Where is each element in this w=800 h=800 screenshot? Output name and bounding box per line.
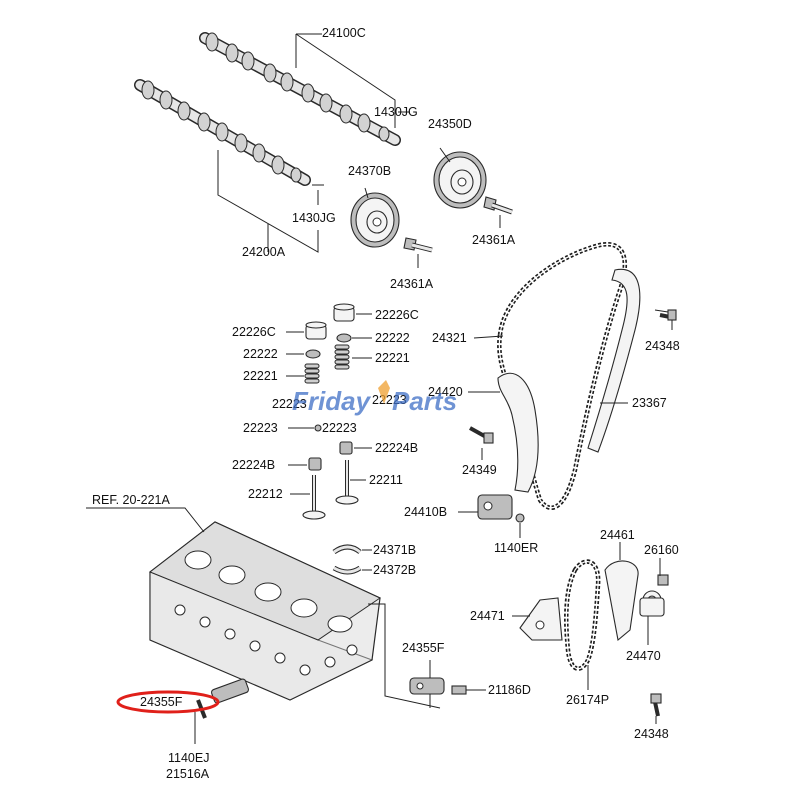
label-1140EJ: 1140EJ [168,751,209,765]
sprocket-bolt-right [483,196,513,215]
watermark-part2: Parts [392,386,457,416]
label-22212: 22212 [248,487,283,501]
valvetrain-leaders [286,313,372,571]
label-24355F-circled: 24355F [140,695,183,709]
valvetrain-parts [302,303,362,575]
guide-24461 [604,560,639,642]
label-24348-top: 24348 [645,339,680,353]
camshaft-intake [134,79,311,186]
label-21516A: 21516A [166,767,210,781]
label-24200A: 24200A [242,245,286,259]
label-22224B-left: 22224B [232,458,275,472]
label-22223-b: 22223 [372,393,407,407]
label-22223-d: 22223 [322,421,357,435]
oil-pump-chain [564,559,601,671]
camshaft-leaders [217,33,410,253]
watermark: Friday Parts [292,380,457,416]
label-23367: 23367 [632,396,667,410]
tensioner-arm-24420 [497,372,539,493]
cam-sprocket-exhaust [433,151,487,209]
label-22226C-left: 22226C [232,325,276,339]
label-24348-bottom: 24348 [634,727,669,741]
sprocket-bolt-left [403,237,433,253]
label-22221-right: 22221 [375,351,410,365]
guide-24471 [519,597,563,641]
lower-leaders [512,542,661,724]
camshaft-exhaust [199,32,401,146]
bolt-21186D [451,685,486,695]
watermark-part1: Friday [292,386,372,416]
cylinder-head [149,521,382,719]
tensioner-24410B [477,494,525,523]
label-24420: 24420 [428,385,463,399]
bolt-24348-bottom [650,693,662,717]
label-24349: 24349 [462,463,497,477]
tensioner-24470 [639,574,669,617]
label-24361A-left: 24361A [390,277,434,291]
label-24410B: 24410B [404,505,447,519]
label-26160: 26160 [644,543,679,557]
chain-leaders [458,309,673,538]
label-24371B: 24371B [373,543,416,557]
label-1430JG-bottom: 1430JG [292,211,336,225]
label-ref: REF. 20-221A [92,493,170,507]
label-24470: 24470 [626,649,661,663]
part-labels: 24100C 1430JG 24350D 24370B 1430JG 24200… [92,26,680,781]
label-21186D: 21186D [488,683,531,697]
label-22223-c: 22223 [243,421,278,435]
label-24100C: 24100C [322,26,366,40]
label-24361A-right: 24361A [472,233,516,247]
cam-sprocket-intake [350,192,400,248]
label-26174P: 26174P [566,693,609,707]
label-24370B: 24370B [348,164,391,178]
label-24471: 24471 [470,609,505,623]
label-22223-a: 22223 [272,397,307,411]
watermark-swoosh-icon [378,380,390,404]
label-24321: 24321 [432,331,467,345]
chain-guide-23367 [587,268,641,453]
label-22226C-right: 22226C [375,308,419,322]
label-24372B: 24372B [373,563,416,577]
label-22224B-right: 22224B [375,441,418,455]
label-1140ER: 1140ER [494,541,538,555]
label-24350D: 24350D [428,117,472,131]
highlight-24355F: 24355F [116,690,220,714]
label-22211: 22211 [369,473,403,487]
label-22222-right: 22222 [375,331,410,345]
label-1430JG-top: 1430JG [374,105,418,119]
label-22221-left: 22221 [243,369,278,383]
bolt-24349 [469,426,494,444]
label-24461: 24461 [600,528,635,542]
label-22222-left: 22222 [243,347,278,361]
ocv-24355F [409,660,445,708]
label-24355F: 24355F [402,641,445,655]
